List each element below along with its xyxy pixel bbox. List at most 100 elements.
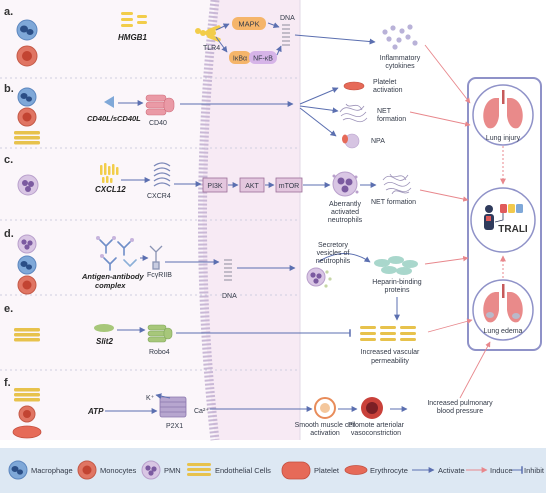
mapk-node [232, 17, 266, 30]
ikba-node [229, 51, 251, 64]
fcgriib-receptor-icon [149, 245, 163, 270]
smooth-muscle-cell-icon [314, 397, 336, 419]
legend-platelet: Platelet [281, 461, 340, 480]
vascular-line1: Increased vascular [361, 349, 420, 356]
inflammatory-line1: Inflammatory [380, 55, 421, 62]
legend-induce: Induce [466, 466, 513, 475]
secretory-vesicle-neutrophil-icon [306, 267, 332, 288]
legend-induce-label: Induce [490, 466, 513, 475]
vascular-line2: permeability [371, 358, 409, 365]
lung-injury-icon [483, 90, 523, 129]
cxcr4-label: CXCR4 [147, 193, 171, 200]
tlr4-receptor-icon [195, 25, 221, 42]
inflammatory-line2: cytokines [385, 63, 415, 70]
trali-label: TRALI [498, 224, 528, 235]
endothelial-cell-icon [14, 388, 40, 402]
lung-edema-icon [483, 284, 523, 323]
cell-membrane [198, 0, 220, 441]
trali-panel: Lung injury TRALI Lung edema [467, 77, 542, 351]
net-formation-c-label: NET formation [371, 199, 416, 206]
pulmonary-line2: blood pressure [437, 408, 483, 415]
row-c: c. CXCL12 CXCR4 PI3K AKT mTOR [4, 154, 416, 224]
endothelial-legend-icon [187, 463, 211, 476]
row-b-letter: b. [4, 83, 14, 95]
pi3k-node [202, 177, 228, 193]
cd40l-label: CD40L/sCD40L [87, 114, 141, 123]
fcgriib-label: FcγRIIB [147, 272, 172, 279]
row-f: f. ATP K⁺ P2X1 Ca²⁺ Smooth muscle cell [4, 377, 493, 439]
pmn-cell-icon [17, 174, 39, 196]
secretory-line1: Secretory [318, 242, 348, 249]
row-f-letter: f. [4, 377, 11, 389]
cxcl12-ligand-icon [100, 163, 119, 183]
lung-injury-label: Lung injury [486, 135, 521, 142]
arteriole-icon [361, 397, 383, 419]
antigen-antibody-complex-icon [96, 236, 137, 271]
aberrant-line2: activated [331, 209, 359, 216]
cd40-label: CD40 [149, 120, 167, 127]
legend-pmn: PMN [141, 460, 181, 480]
npa-icon [342, 133, 360, 149]
net-formation-icon [339, 103, 368, 123]
cxcr4-receptor-icon [153, 162, 171, 187]
lung-edema-circle [472, 279, 534, 341]
net-line1: NET [377, 108, 392, 115]
row-a: a. HMGB1 TLR4 MAPK IκBα NF-κB DNA [4, 6, 421, 70]
erythrocyte-legend-icon [344, 465, 368, 475]
legend-endothelial-label: Endothelial Cells [215, 466, 271, 475]
platelet-icon [343, 81, 365, 91]
legend-activate-label: Activate [438, 466, 465, 475]
mtor-label: mTOR [279, 183, 299, 190]
antigen-antibody-line1: Antigen-antibody [81, 272, 144, 281]
ikba-label: IκBα [233, 56, 247, 63]
row-b: b. CD40L/sCD40L CD40 Platelet activation [4, 79, 406, 149]
slit2-ligand-icon [94, 324, 114, 332]
slit2-label: Slit2 [96, 337, 113, 346]
endothelial-cell-icon [14, 328, 40, 342]
macrophage-cell-icon [17, 255, 37, 275]
aberrant-neutrophil-icon [332, 171, 359, 197]
dna-helix-icon [282, 24, 290, 46]
monocyte-cell-icon [18, 405, 36, 423]
macrophage-cell-icon [17, 87, 37, 107]
legend-platelet-label: Platelet [314, 466, 340, 475]
cd40l-ligand-icon [104, 96, 114, 108]
ca-ion-label: Ca²⁺ [194, 408, 209, 415]
smooth-line2: activation [310, 430, 340, 437]
legend-activate: Activate [412, 466, 465, 475]
heparin-line2: proteins [385, 287, 410, 294]
macrophage-cell-icon [16, 19, 38, 41]
induce-arrows [409, 44, 491, 399]
k-ion-label: K⁺ [146, 395, 155, 402]
heparin-binding-protein-icon [374, 256, 418, 275]
cd40-receptor-icon [145, 94, 175, 116]
dna-helix-d-icon [224, 259, 232, 281]
akt-node [239, 177, 265, 193]
legend-monocyte-label: Monocytes [100, 466, 137, 475]
erythrocyte-icon [12, 425, 42, 439]
legend-pmn-label: PMN [164, 466, 181, 475]
inflammatory-cytokines-icon [382, 24, 418, 50]
platelet-legend-icon [281, 461, 311, 480]
net-line2: formation [377, 116, 406, 123]
row-c-letter: c. [4, 154, 13, 166]
p2x1-label: P2X1 [166, 423, 183, 430]
dna-label: DNA [280, 15, 295, 22]
row-d: d. Antigen-antibody complex FcγRIIB [4, 228, 422, 321]
legend-erythrocyte-label: Erythrocyte [370, 466, 408, 475]
legend: Macrophage Monocytes PMN Endothelial Cel… [0, 448, 546, 493]
row-a-letter: a. [4, 6, 13, 18]
tlr4-label: TLR4 [203, 45, 220, 52]
monocyte-cell-icon [16, 45, 38, 67]
arteriolar-line2: vasoconstriction [351, 430, 401, 437]
akt-label: AKT [245, 183, 259, 190]
hmgb1-label: HMGB1 [118, 33, 147, 42]
row-e: e. Slit2 Robo4 Increased vascular permea… [4, 303, 420, 365]
legend-monocyte: Monocytes [77, 460, 137, 480]
row-e-letter: e. [4, 303, 13, 315]
legend-inhibit-label: Inhibit [524, 466, 545, 475]
vascular-endothelium-icon [360, 326, 416, 341]
legend-inhibit: Inhibit [512, 466, 545, 475]
secretory-line2: vesicles of [317, 250, 350, 257]
net-formation-c-icon [382, 173, 412, 195]
